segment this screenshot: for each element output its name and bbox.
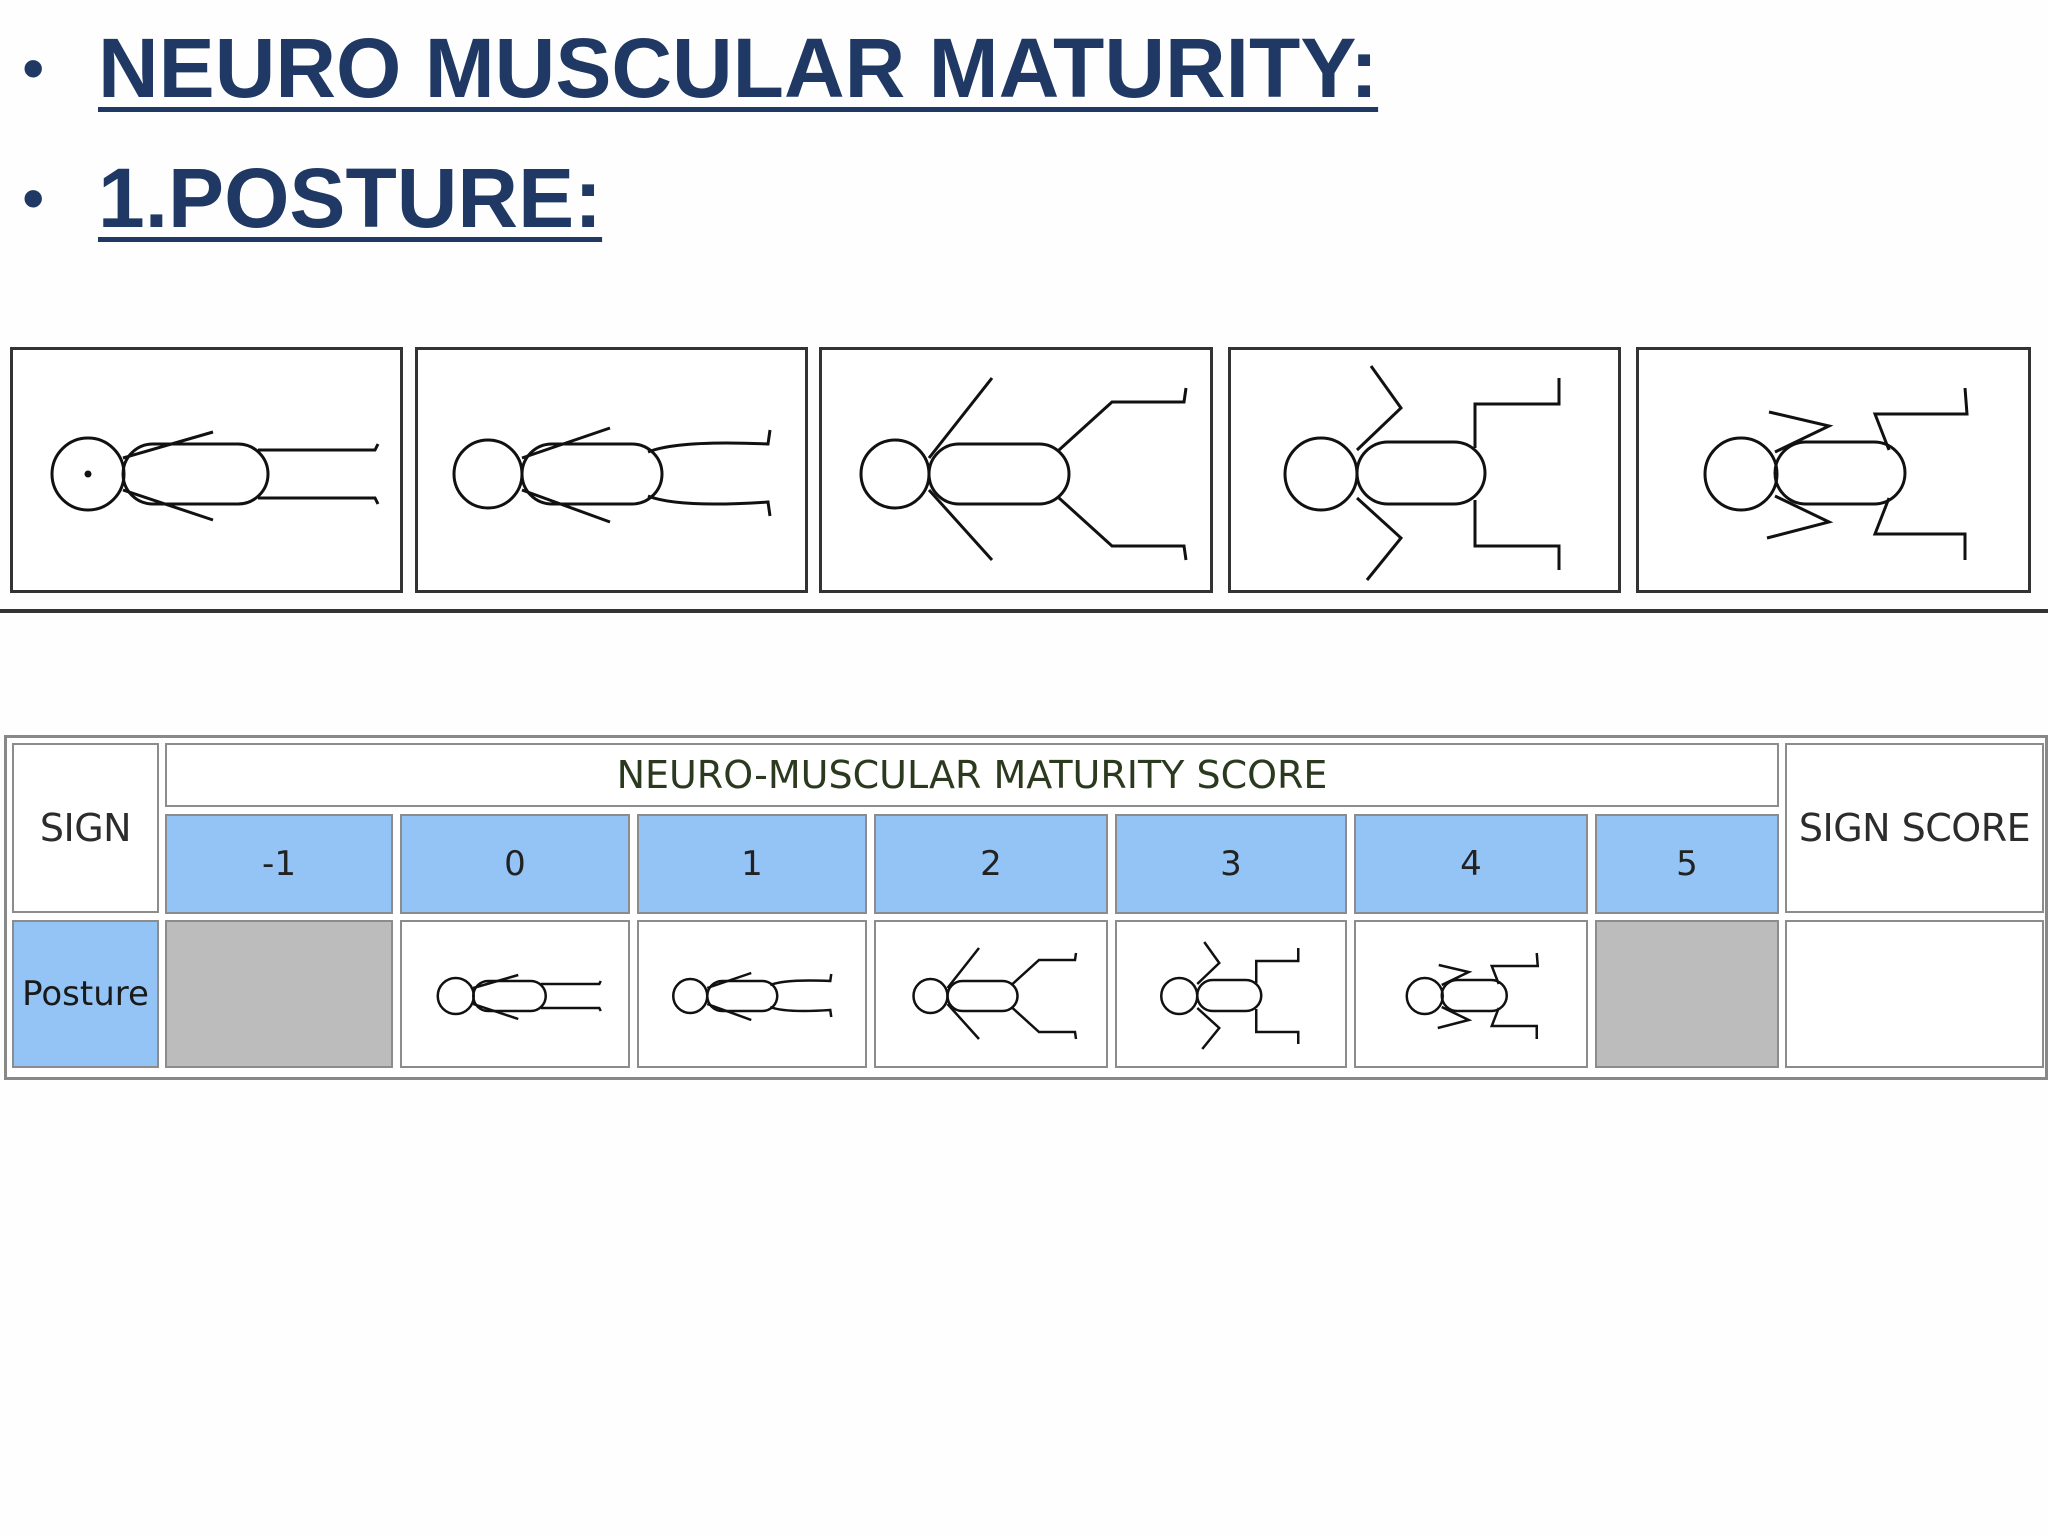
posture-figure-3-icon: [1160, 941, 1300, 1050]
score-cell: [637, 920, 867, 1068]
score-cell: [400, 920, 630, 1068]
posture-figure-1-icon: [672, 971, 833, 1022]
score-column-header: 0: [400, 814, 630, 914]
score-column-header: 1: [637, 814, 867, 914]
posture-panel: [1636, 347, 2031, 593]
posture-figure-2-icon: [912, 947, 1078, 1040]
bullet-item: • 1.POSTURE:: [22, 156, 602, 240]
posture-panel: [1228, 347, 1621, 593]
posture-panel: [10, 347, 403, 593]
sign-score-value: [1785, 920, 2044, 1068]
posture-panel: [415, 347, 808, 593]
maturity-score-table: SIGN NEURO-MUSCULAR MATURITY SCORE SIGN …: [4, 735, 2048, 1080]
posture-figure-0-icon: [50, 430, 380, 522]
sign-header: SIGN: [12, 743, 159, 913]
posture-figure-strip: [0, 345, 2048, 613]
posture-figure-0-icon: [436, 973, 602, 1021]
posture-figure-4-icon: [1405, 952, 1540, 1039]
score-column-header: 4: [1354, 814, 1588, 914]
posture-figure-3-icon: [1283, 365, 1561, 581]
posture-figure-4-icon: [1703, 387, 1969, 560]
score-cell: [1354, 920, 1588, 1068]
sign-score-header: SIGN SCORE: [1785, 743, 2044, 913]
strip-divider: [0, 609, 2048, 613]
subsection-heading: 1.POSTURE:: [98, 151, 603, 245]
bullet-dot-icon: •: [22, 162, 45, 234]
posture-panel: [819, 347, 1213, 593]
row-label-posture: Posture: [12, 920, 159, 1068]
bullet-dot-icon: •: [22, 32, 45, 104]
score-column-header: -1: [165, 814, 393, 914]
score-cell-na: [165, 920, 393, 1068]
table-title: NEURO-MUSCULAR MATURITY SCORE: [165, 743, 1779, 807]
score-column-header: 3: [1115, 814, 1347, 914]
bullet-item: • NEURO MUSCULAR MATURITY:: [22, 26, 1378, 110]
score-cell: [1115, 920, 1347, 1068]
posture-figure-1-icon: [452, 426, 772, 524]
score-column-header: 2: [874, 814, 1108, 914]
score-column-header: 5: [1595, 814, 1779, 914]
posture-figure-2-icon: [859, 377, 1188, 562]
score-cell: [874, 920, 1108, 1068]
score-cell-na: [1595, 920, 1779, 1068]
section-heading: NEURO MUSCULAR MATURITY:: [98, 21, 1379, 115]
